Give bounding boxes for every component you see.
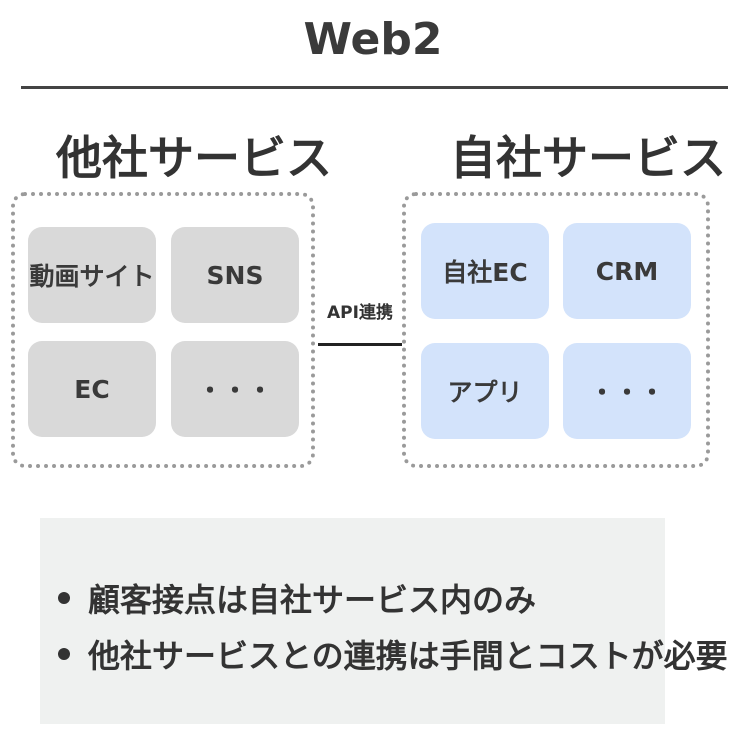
note-text: 他社サービスとの連携は手間とコストが必要	[88, 637, 728, 675]
right-service-group: 自社EC CRM アプリ ・・・	[402, 192, 710, 468]
api-connector-label: API連携	[327, 303, 393, 323]
card-more-left: ・・・	[171, 341, 299, 437]
note-item: 他社サービスとの連携は手間とコストが必要	[58, 626, 728, 682]
notes-list: 顧客接点は自社サービス内のみ 他社サービスとの連携は手間とコストが必要	[58, 570, 728, 682]
card-video-site: 動画サイト	[28, 227, 156, 323]
bullet-icon	[58, 648, 70, 660]
card-more-right: ・・・	[563, 343, 691, 439]
page-title: Web2	[303, 14, 443, 65]
card-ec: EC	[28, 341, 156, 437]
card-app: アプリ	[421, 343, 549, 439]
note-item: 顧客接点は自社サービス内のみ	[58, 570, 728, 626]
card-own-ec: 自社EC	[421, 223, 549, 319]
left-service-group: 動画サイト SNS EC ・・・	[11, 192, 315, 468]
title-divider	[21, 86, 728, 89]
card-crm: CRM	[563, 223, 691, 319]
left-section-heading: 他社サービス	[56, 131, 332, 185]
right-section-heading: 自社サービス	[450, 131, 726, 185]
api-connector-line	[318, 343, 402, 346]
bullet-icon	[58, 592, 70, 604]
note-text: 顧客接点は自社サービス内のみ	[88, 581, 537, 619]
card-sns: SNS	[171, 227, 299, 323]
notes-box: 顧客接点は自社サービス内のみ 他社サービスとの連携は手間とコストが必要	[40, 518, 728, 724]
